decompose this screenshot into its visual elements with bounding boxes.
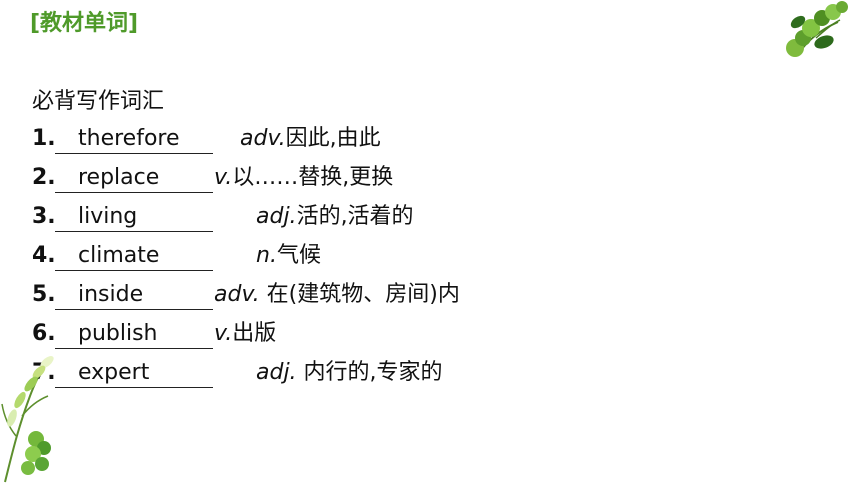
item-number: 3. (32, 204, 56, 229)
section-title: [教材单词] (30, 11, 139, 36)
part-of-speech: v. (214, 321, 233, 346)
part-of-speech: v. (214, 165, 233, 190)
item-number: 4. (32, 243, 56, 268)
definition: adv.因此,由此 (240, 123, 381, 155)
meaning: 以……替换,更换 (232, 165, 394, 190)
definition: v.以……替换,更换 (214, 162, 393, 194)
part-of-speech: adj. (256, 204, 297, 229)
meaning: 气候 (276, 243, 321, 268)
vocab-item-inside: 5. inside adv. 在(建筑物、房间)内 (32, 279, 552, 318)
part-of-speech: n. (256, 243, 277, 268)
answer-field: publish (55, 318, 213, 349)
definition: v.出版 (214, 318, 276, 350)
vocab-item-climate: 4. climate n.气候 (32, 240, 552, 279)
definition: adj.活的,活着的 (256, 201, 414, 233)
item-number: 5. (32, 282, 56, 307)
meaning: 因此,由此 (285, 126, 381, 151)
meaning: 内行的,专家的 (303, 360, 443, 385)
vocab-item-replace: 2. replace v.以……替换,更换 (32, 162, 552, 201)
answer-field: replace (55, 162, 213, 193)
part-of-speech: adv. (240, 126, 286, 151)
part-of-speech: adj. (256, 360, 304, 385)
vocab-item-therefore: 1. therefore adv.因此,由此 (32, 123, 552, 162)
meaning: 在(建筑物、房间)内 (266, 282, 460, 307)
vocab-item-publish: 6. publish v.出版 (32, 318, 552, 357)
answer-field: climate (55, 240, 213, 271)
part-of-speech: adv. (214, 282, 267, 307)
definition: adv. 在(建筑物、房间)内 (214, 279, 460, 311)
meaning: 活的,活着的 (296, 204, 414, 229)
leaf-icon (786, 1, 848, 57)
item-number: 6. (32, 321, 56, 346)
vocab-item-expert: 7. expert adj. 内行的,专家的 (32, 357, 552, 396)
answer-field: inside (55, 279, 213, 310)
answer-field: expert (55, 357, 213, 388)
leaf-branch-icon (1, 356, 54, 483)
meaning: 出版 (232, 321, 277, 346)
answer-field: living (55, 201, 213, 232)
answer-field: therefore (55, 123, 213, 154)
vocabulary-list: 1. therefore adv.因此,由此 2. replace v.以……替… (32, 123, 552, 396)
item-number: 1. (32, 126, 56, 151)
subtitle: 必背写作词汇 (32, 89, 165, 114)
definition: n.气候 (256, 240, 321, 272)
definition: adj. 内行的,专家的 (256, 357, 443, 389)
item-number: 2. (32, 165, 56, 190)
vocab-item-living: 3. living adj.活的,活着的 (32, 201, 552, 240)
